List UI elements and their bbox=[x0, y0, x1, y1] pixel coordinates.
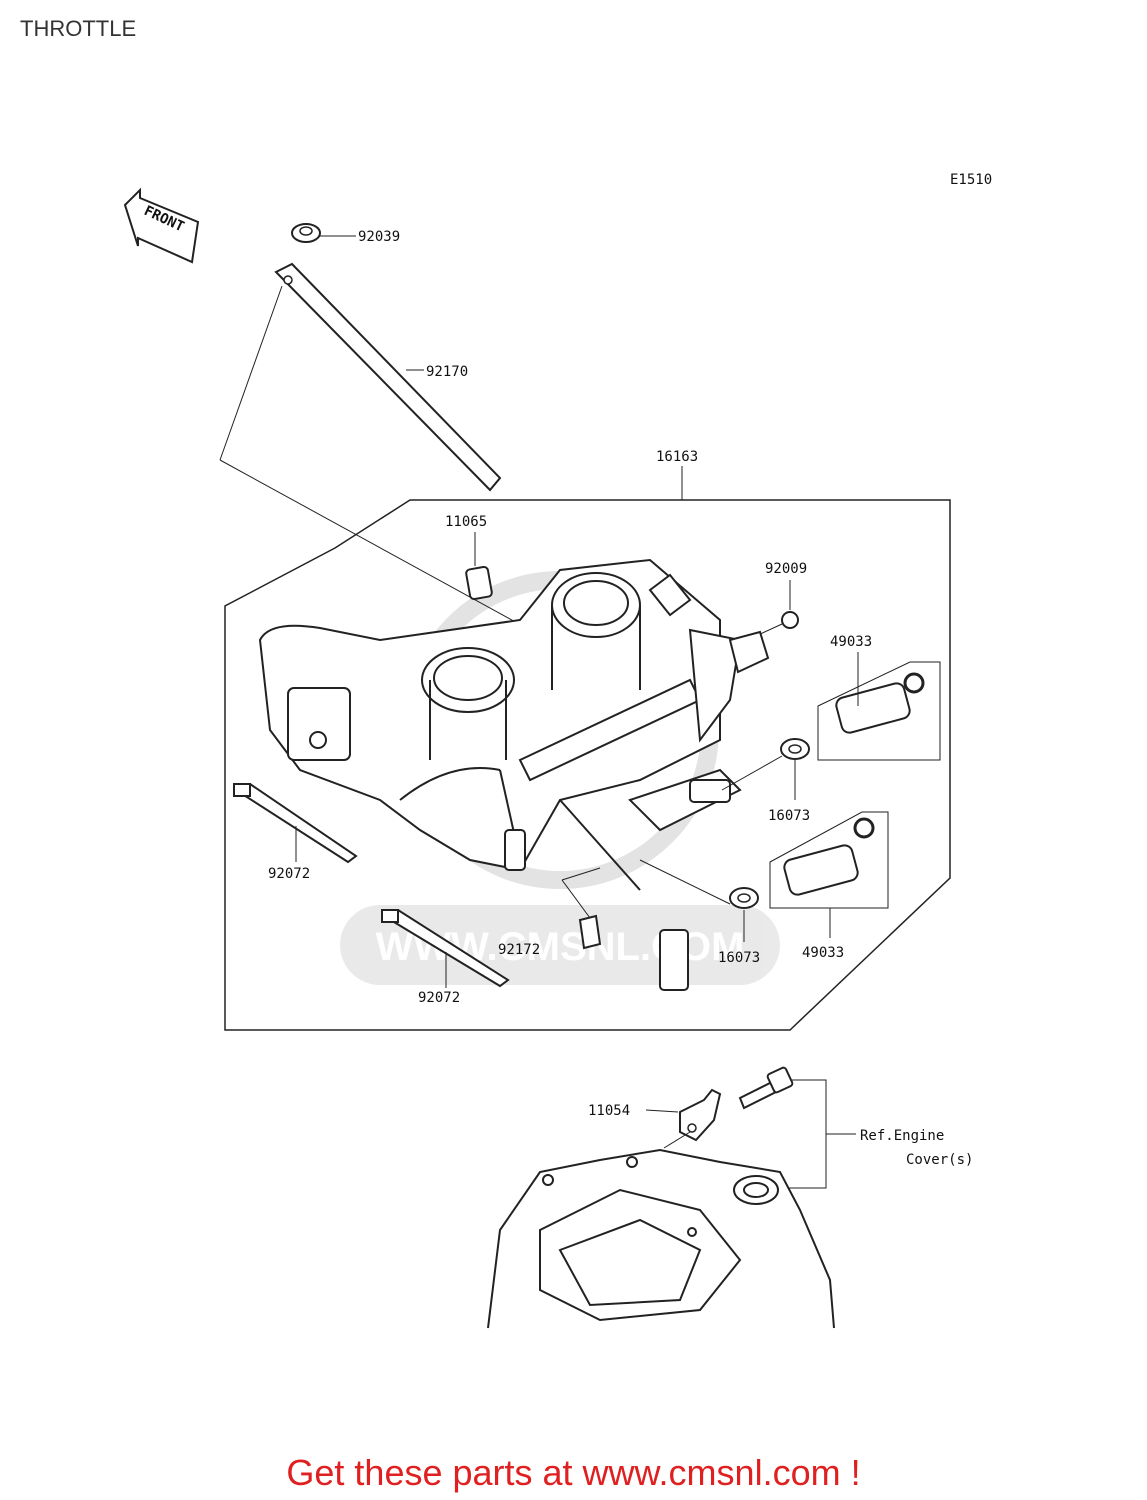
grommet-92039 bbox=[291, 223, 356, 243]
part-11065 bbox=[465, 532, 493, 601]
part-label-92072-bottom: 92072 bbox=[418, 990, 460, 1006]
part-label-92072-left: 92072 bbox=[268, 866, 310, 882]
diagram-code: E1510 bbox=[950, 172, 992, 188]
part-label-11054: 11054 bbox=[588, 1103, 630, 1119]
part-label-92009: 92009 bbox=[765, 561, 807, 577]
part-label-49033-top: 49033 bbox=[830, 634, 872, 650]
assembly-frame-16163 bbox=[224, 499, 951, 1031]
cable-tie-92072-bottom bbox=[381, 908, 510, 988]
cable-tie-92072-left bbox=[233, 782, 358, 864]
injector-49033-top bbox=[817, 652, 941, 761]
part-label-11065: 11065 bbox=[445, 514, 487, 530]
bracket-11054 bbox=[645, 1088, 722, 1149]
engine-cover bbox=[487, 1148, 835, 1329]
screw-92009 bbox=[728, 580, 799, 674]
part-label-92172: 92172 bbox=[498, 942, 540, 958]
injector-49033-bottom bbox=[769, 811, 889, 938]
part-label-49033-bottom: 49033 bbox=[802, 945, 844, 961]
front-arrow-icon: FRONT bbox=[123, 187, 200, 264]
seal-16073-bottom bbox=[639, 859, 759, 942]
ref-engine-label: Ref.Engine bbox=[860, 1128, 944, 1144]
page-title: THROTTLE bbox=[20, 16, 137, 41]
part-label-16073-bottom: 16073 bbox=[718, 950, 760, 966]
cmsnl-link[interactable]: Get these parts at www.cmsnl.com ! bbox=[286, 1452, 861, 1493]
throttle-body-assembly bbox=[258, 558, 742, 991]
part-label-16163: 16163 bbox=[656, 449, 698, 465]
screw-92172 bbox=[561, 867, 602, 950]
part-label-16073-top: 16073 bbox=[768, 808, 810, 824]
strap-92170 bbox=[274, 262, 502, 492]
seal-16073-top bbox=[721, 738, 810, 800]
ref-cover-label: Cover(s) bbox=[906, 1152, 973, 1168]
bolt-icon bbox=[738, 1066, 794, 1110]
part-label-92039: 92039 bbox=[358, 229, 400, 245]
part-label-92170: 92170 bbox=[426, 364, 468, 380]
